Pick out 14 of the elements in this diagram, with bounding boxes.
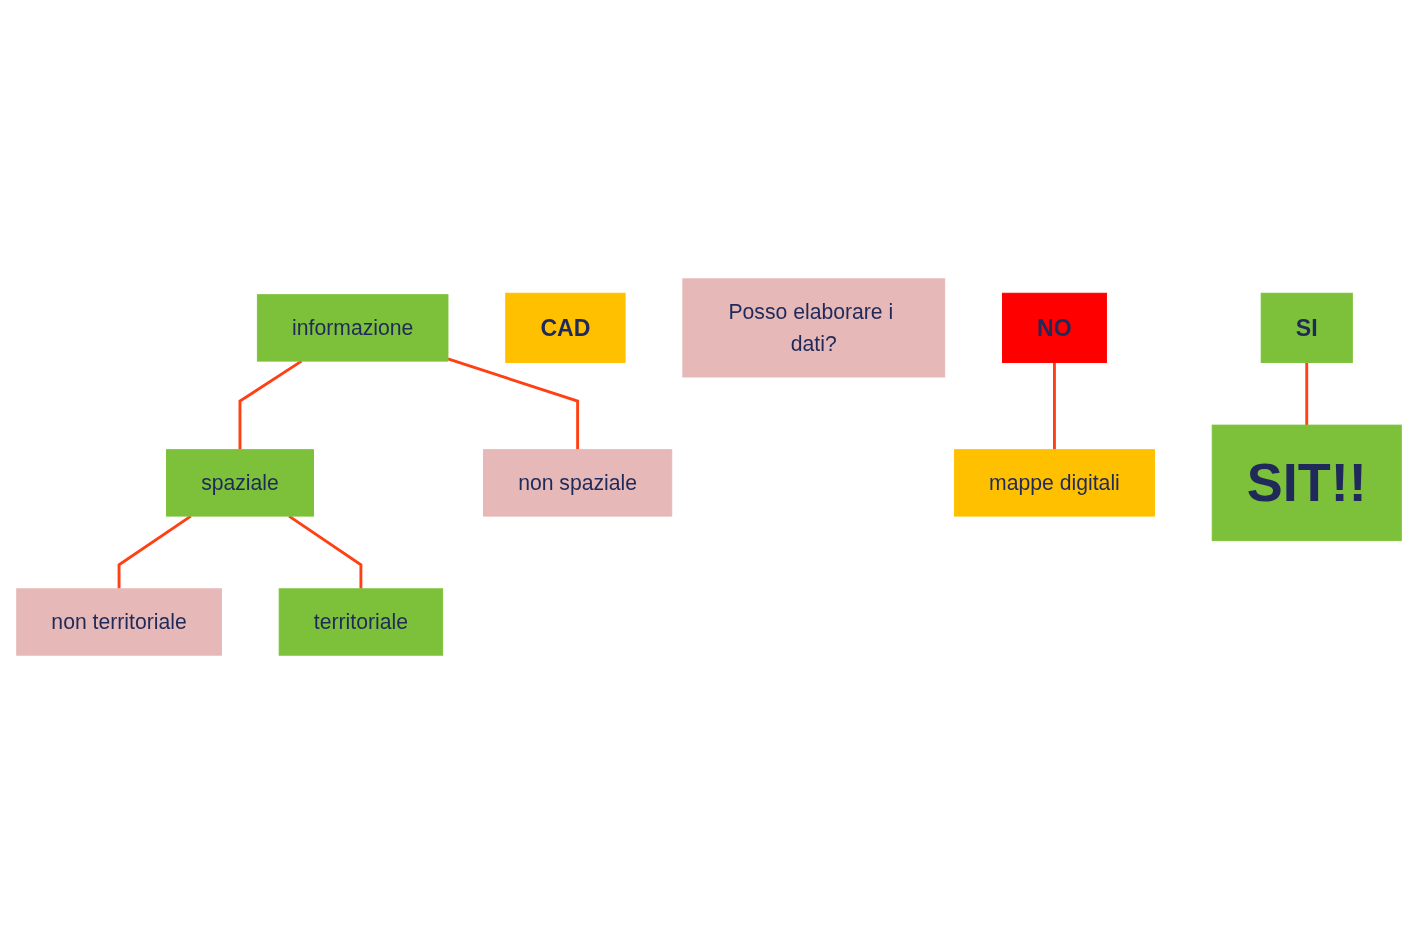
connector	[1304, 362, 1308, 426]
node-box: NO	[1001, 292, 1107, 364]
connector	[447, 357, 579, 450]
node-box: CAD	[504, 292, 626, 364]
node-box: Posso elaborare i dati?	[681, 278, 945, 378]
node-box: territoriale	[278, 588, 443, 656]
node-box: SI	[1260, 292, 1353, 364]
node-box: non spaziale	[482, 449, 672, 517]
node-box: spaziale	[165, 449, 314, 517]
node-box: SIT!!	[1211, 424, 1402, 542]
node-box: informazione	[256, 294, 448, 362]
node-box: mappe digitali	[953, 449, 1155, 517]
node-box: non territoriale	[15, 588, 222, 656]
connector	[1052, 362, 1056, 450]
